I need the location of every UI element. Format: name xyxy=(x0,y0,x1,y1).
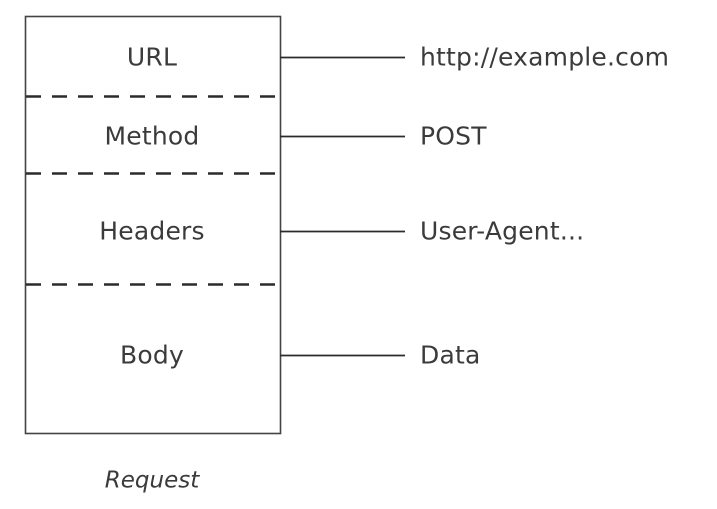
callout-value-url: http://example.com xyxy=(420,42,670,72)
section-label-method: Method xyxy=(104,121,200,151)
callout-value-headers: User-Agent... xyxy=(420,216,585,246)
diagram-caption: Request xyxy=(104,467,200,494)
section-label-url: URL xyxy=(126,42,178,72)
callout-value-body: Data xyxy=(420,340,481,370)
request-box-outline xyxy=(24,15,282,435)
section-label-headers: Headers xyxy=(99,216,205,246)
callout-value-method: POST xyxy=(420,121,487,151)
section-label-body: Body xyxy=(120,340,184,370)
